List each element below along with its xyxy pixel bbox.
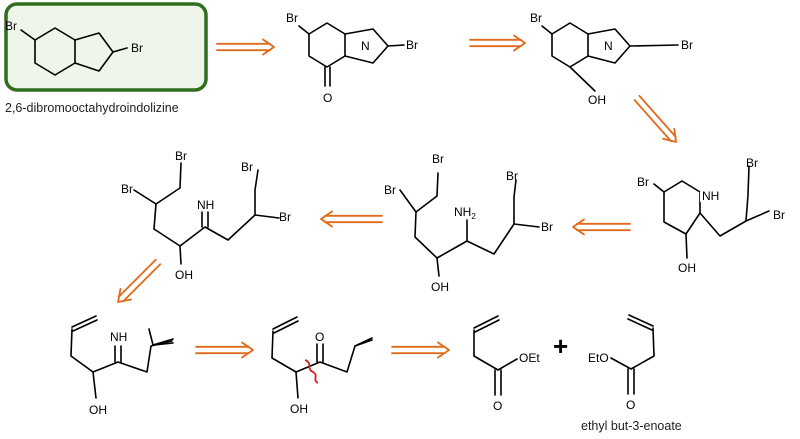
atom-br: Br [5,19,17,33]
atom-br: Br [541,220,553,234]
atom-n: N [361,39,370,53]
atom-oh: OH [290,402,308,416]
retrosynthesis-arrow [195,341,254,359]
atom-br: Br [406,38,418,52]
retrosynthesis-arrow [117,258,162,303]
atom-oh: OH [175,268,193,282]
retrosynthesis-arrow [320,210,383,228]
atom-br: Br [530,11,542,25]
atom-o: O [323,91,332,105]
ester-product-right: EtO O ethyl but-3-enoate [581,314,682,433]
diene-imine-intermediate: NH OH [70,315,174,417]
end-caption: ethyl but-3-enoate [581,419,682,433]
target-molecule: Br Br 2,6-dibromooctahydroindolizine [4,2,208,115]
atom-br: Br [681,38,693,52]
imine-intermediate: Br Br Br Br NH OH [121,149,291,282]
atom-oh: OH [89,403,107,417]
atom-nh: NH [197,198,214,212]
ester-product-left: OEt O [473,315,540,413]
atom-br: Br [121,182,133,196]
atom-oh: OH [588,93,606,107]
piperidine-intermediate: NH Br Br Br OH [637,156,785,275]
alcohol-intermediate: N Br Br OH [530,11,693,107]
atom-o: O [315,330,324,344]
plus-sign: + [553,331,568,361]
atom-br: Br [279,210,291,224]
atom-o: O [493,399,502,413]
atom-nh2-subscript: 2 [471,212,476,221]
atom-br: Br [773,208,785,222]
atom-br: Br [432,152,444,166]
atom-oet: OEt [519,351,540,365]
disconnection-mark [304,359,319,384]
retrosynthesis-arrow [469,34,526,52]
atom-br: Br [241,160,253,174]
atom-n: N [604,39,613,53]
start-caption: 2,6-dibromooctahydroindolizine [5,101,179,115]
atom-nh2: NH2 [454,205,476,221]
retrosynthesis-arrow [391,341,450,359]
atom-br: Br [637,175,649,189]
atom-eto: EtO [588,351,609,365]
amine-intermediate: Br Br Br Br NH2 OH [384,152,553,294]
atom-br: Br [175,149,187,163]
target-highlight-box [4,2,208,92]
retrosynthesis-arrow [572,218,631,236]
atom-br: Br [286,11,298,25]
retro-arrows [117,34,677,359]
atom-br: Br [384,183,396,197]
atom-o: O [626,398,635,412]
atom-oh: OH [678,261,696,275]
ketone-intermediate: N Br Br O [286,11,418,105]
diene-ketone-intermediate: O OH [271,316,373,416]
atom-nh: NH [702,189,719,203]
retrosynthesis-arrow [633,94,677,143]
atom-br: Br [746,156,758,170]
atom-br: Br [131,41,143,55]
atom-br: Br [506,169,518,183]
atom-nh: NH [110,330,127,344]
atom-oh: OH [431,280,449,294]
retrosynthesis-arrow [216,38,275,56]
